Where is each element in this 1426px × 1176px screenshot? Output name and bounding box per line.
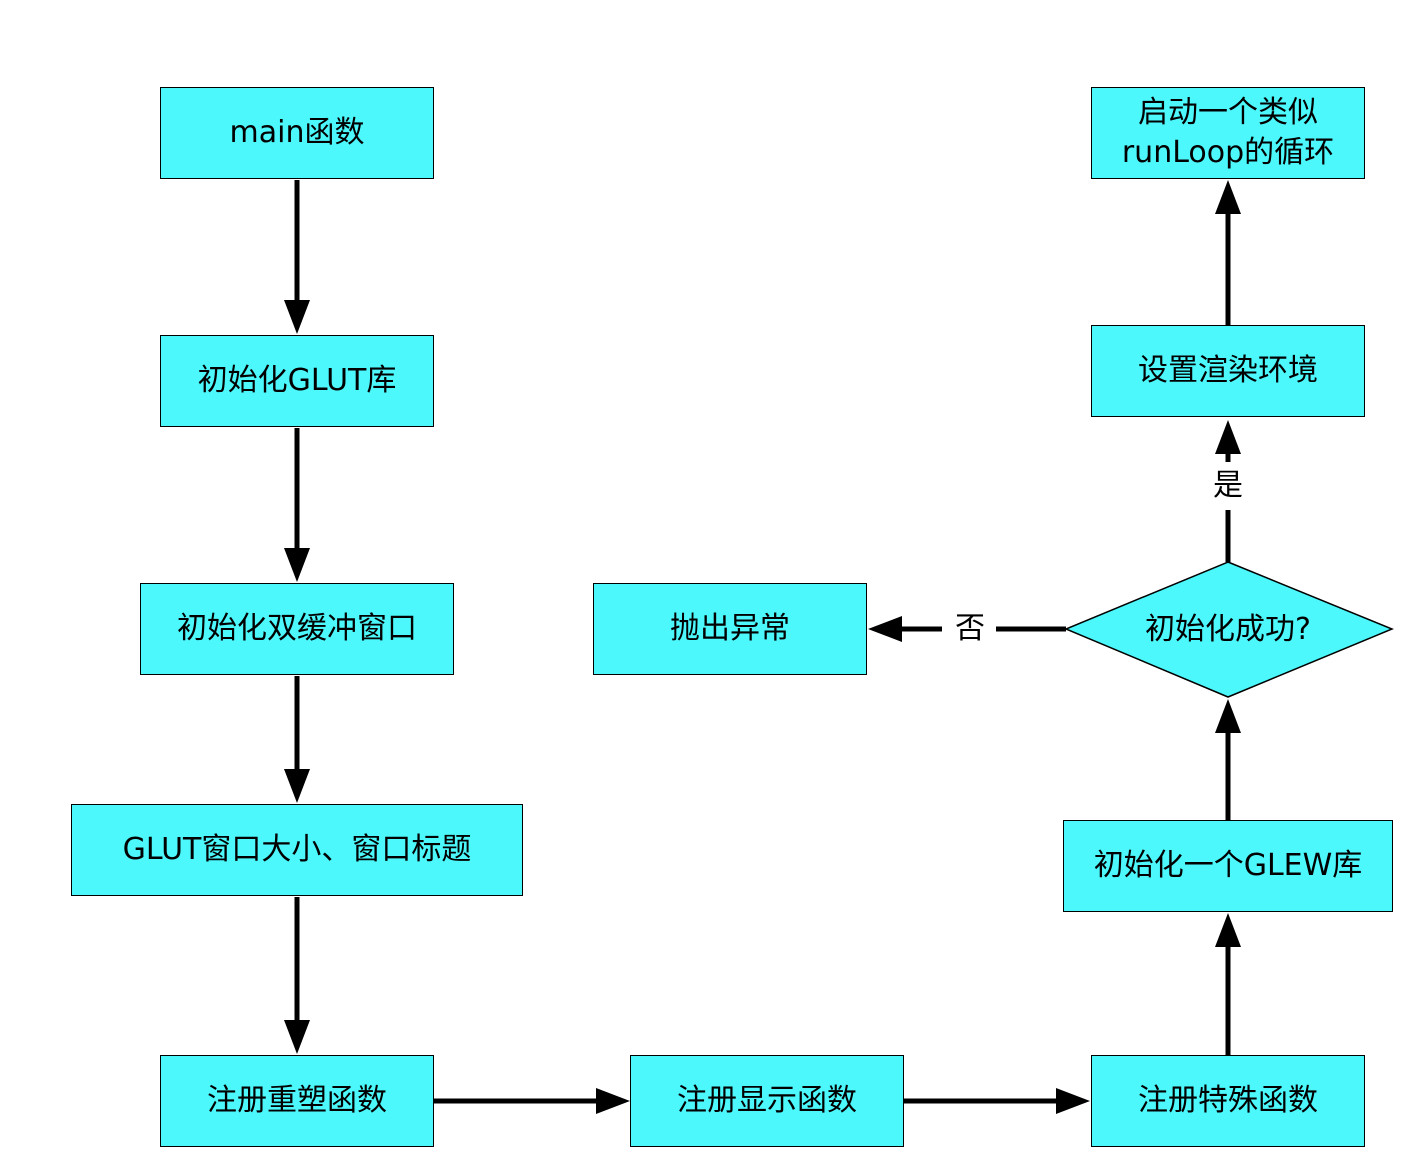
arrowhead — [284, 1020, 310, 1054]
arrowhead — [868, 616, 902, 642]
arrowhead — [1215, 180, 1241, 214]
arrowhead — [1215, 420, 1241, 454]
node-register-reshape: 注册重塑函数 — [160, 1055, 434, 1147]
arrowhead — [1056, 1088, 1090, 1114]
arrowhead — [284, 300, 310, 334]
edge-label-no: 否 — [947, 612, 993, 646]
arrowhead — [596, 1088, 630, 1114]
node-window-size-title: GLUT窗口大小、窗口标题 — [71, 804, 523, 896]
node-start-runloop: 启动一个类似 runLoop的循环 — [1091, 87, 1365, 179]
arrowhead — [284, 769, 310, 803]
arrowhead — [1215, 699, 1241, 733]
edge-label-yes: 是 — [1205, 469, 1251, 503]
node-throw-exception: 抛出异常 — [593, 583, 867, 675]
node-init-success: 初始化成功? — [1145, 612, 1311, 647]
node-init-glut: 初始化GLUT库 — [160, 335, 434, 427]
node-init-glew: 初始化一个GLEW库 — [1063, 820, 1393, 912]
arrowhead — [1215, 913, 1241, 947]
arrowhead — [284, 548, 310, 582]
node-main: main函数 — [160, 87, 434, 179]
decision-diamond — [1064, 561, 1394, 698]
node-register-display: 注册显示函数 — [630, 1055, 904, 1147]
node-register-special: 注册特殊函数 — [1091, 1055, 1365, 1147]
node-init-double-buffer: 初始化双缓冲窗口 — [140, 583, 454, 675]
node-setup-render-env: 设置渲染环境 — [1091, 325, 1365, 417]
